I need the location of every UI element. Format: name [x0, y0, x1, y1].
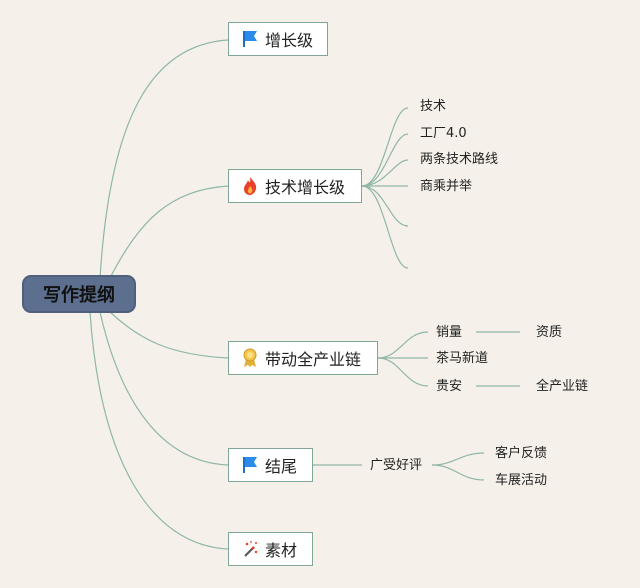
- award-ribbon-icon: [241, 348, 259, 368]
- leaf-node[interactable]: 全产业链: [536, 379, 589, 394]
- leaf-node[interactable]: 工厂4.0: [420, 126, 467, 141]
- leaf-node[interactable]: 广受好评: [370, 458, 423, 473]
- branch-label: 增长级: [265, 31, 314, 50]
- branch-node-ending[interactable]: 结尾: [228, 448, 313, 482]
- branch-node-industry-chain[interactable]: 带动全产业链: [228, 341, 378, 375]
- branch-node-material[interactable]: 素材: [228, 532, 313, 566]
- branch-label: 素材: [265, 541, 298, 560]
- leaf-node[interactable]: 商乘并举: [420, 179, 473, 194]
- leaf-node[interactable]: 销量: [436, 325, 463, 340]
- branch-label: 结尾: [265, 457, 298, 476]
- blue-flag-icon: [241, 455, 259, 475]
- leaf-node[interactable]: 车展活动: [495, 473, 548, 488]
- leaf-node[interactable]: 客户反馈: [495, 446, 548, 461]
- leaf-node[interactable]: 资质: [536, 325, 563, 340]
- leaf-node[interactable]: 茶马新道: [436, 351, 489, 366]
- blue-flag-icon: [241, 29, 259, 49]
- branch-label: 带动全产业链: [265, 350, 362, 369]
- root-label: 写作提纲: [43, 285, 115, 306]
- branch-node-growth[interactable]: 增长级: [228, 22, 328, 56]
- branch-label: 技术增长级: [265, 178, 346, 197]
- magic-wand-icon: [241, 539, 259, 559]
- leaf-node[interactable]: 技术: [420, 99, 447, 114]
- leaf-node[interactable]: 两条技术路线: [420, 152, 499, 167]
- root-node[interactable]: 写作提纲: [22, 275, 136, 313]
- branch-node-tech-growth[interactable]: 技术增长级: [228, 169, 362, 203]
- fire-icon: [241, 176, 259, 196]
- leaf-node[interactable]: 贵安: [436, 379, 463, 394]
